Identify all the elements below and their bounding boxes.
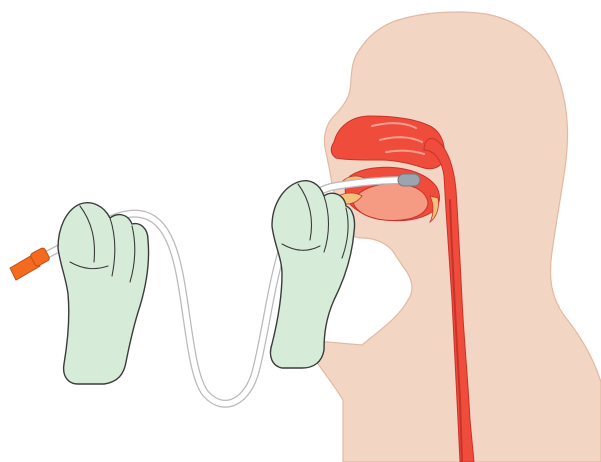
right-gloved-hand	[270, 181, 354, 368]
tube-tip	[398, 174, 420, 186]
left-gloved-hand	[58, 203, 149, 384]
